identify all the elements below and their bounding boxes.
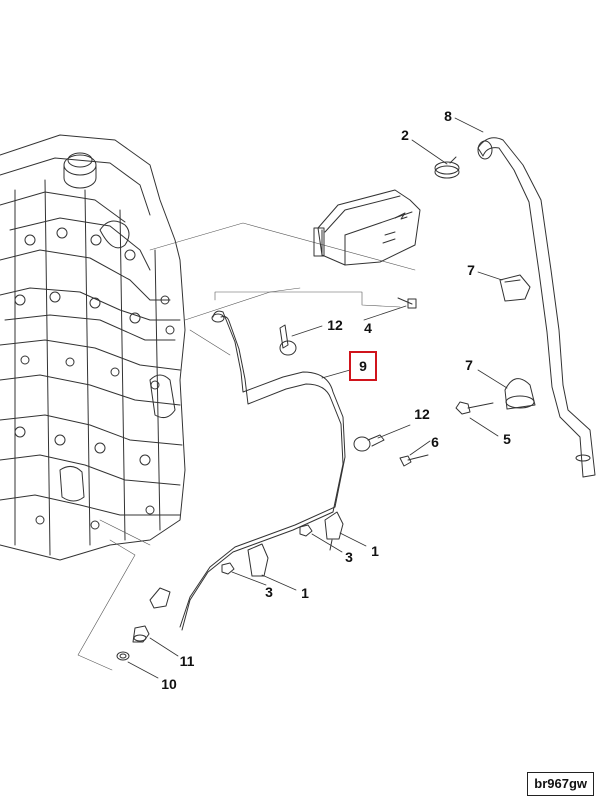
clip-7-upper	[499, 274, 531, 302]
callout-10: 10	[161, 676, 177, 692]
bolt-5	[455, 401, 494, 415]
hose-9	[179, 310, 346, 631]
callout-12-upper: 12	[327, 317, 343, 333]
callout-12-lower: 12	[414, 406, 430, 422]
nut-3-lower	[221, 562, 235, 575]
callout-1-upper: 1	[371, 543, 379, 559]
callout-8: 8	[444, 108, 452, 124]
washer-10	[116, 651, 130, 661]
callout-7-lower: 7	[465, 357, 473, 373]
callout-3-upper: 3	[345, 549, 353, 565]
reference-lines	[77, 222, 416, 671]
clip-7-lower	[504, 378, 536, 410]
bolt-6	[399, 454, 429, 467]
callout-11: 11	[179, 653, 195, 669]
callout-2: 2	[401, 127, 409, 143]
leader-lines	[127, 117, 508, 679]
callout-7-upper: 7	[467, 262, 475, 278]
callout-9-label: 9	[359, 358, 367, 374]
callout-9-highlighted: 9	[349, 351, 377, 381]
expansion-tank	[313, 189, 421, 266]
bolt-4	[397, 297, 417, 309]
reference-code: br967gw	[527, 772, 594, 796]
sensor-11	[132, 587, 171, 643]
callout-5: 5	[503, 431, 511, 447]
hose-clamp-2	[434, 156, 460, 179]
bracket-1-lower	[247, 543, 269, 577]
callout-3-lower: 3	[265, 584, 273, 600]
clip-12-lower	[353, 434, 385, 452]
callout-4: 4	[364, 320, 372, 336]
clip-12-upper	[279, 324, 297, 356]
nut-3-upper	[299, 524, 313, 537]
callout-6: 6	[431, 434, 439, 450]
engine-block	[0, 134, 186, 561]
bracket-1-upper	[324, 511, 344, 551]
hose-8	[477, 137, 596, 478]
callout-1-lower: 1	[301, 585, 309, 601]
